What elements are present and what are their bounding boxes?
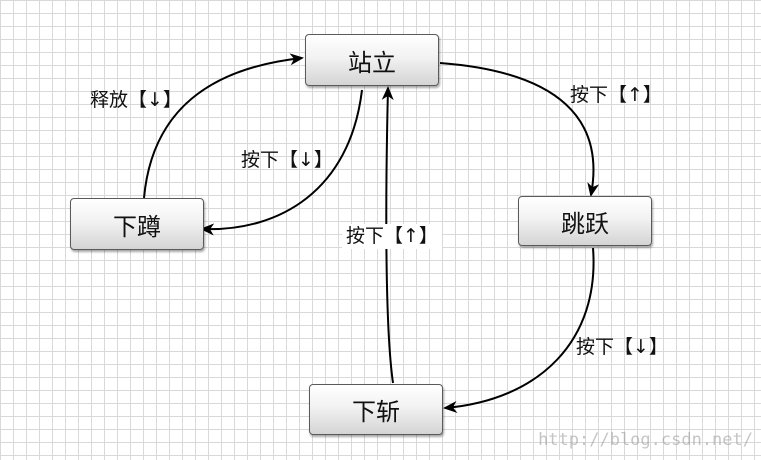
edge-stand-to-crouch — [200, 89, 363, 236]
node-jump: 跳跃 — [518, 196, 652, 246]
watermark: http://blog.csdn.net/ — [538, 430, 753, 450]
edge-stand-to-jump — [439, 62, 600, 197]
node-crouch: 下蹲 — [70, 198, 204, 250]
node-stand: 站立 — [305, 34, 439, 86]
label-slash-press-up: 按下【↑】 — [342, 224, 442, 249]
label-stand-press-up: 按下【↑】 — [570, 84, 662, 106]
label-release-down: 释放【↓】 — [90, 89, 182, 111]
edge-crouch-to-stand — [143, 53, 304, 199]
edge-jump-to-slash — [443, 247, 595, 413]
node-slash: 下斩 — [309, 384, 443, 435]
label-jump-press-down: 按下【↓】 — [576, 336, 668, 358]
label-stand-press-down: 按下【↓】 — [241, 149, 333, 171]
